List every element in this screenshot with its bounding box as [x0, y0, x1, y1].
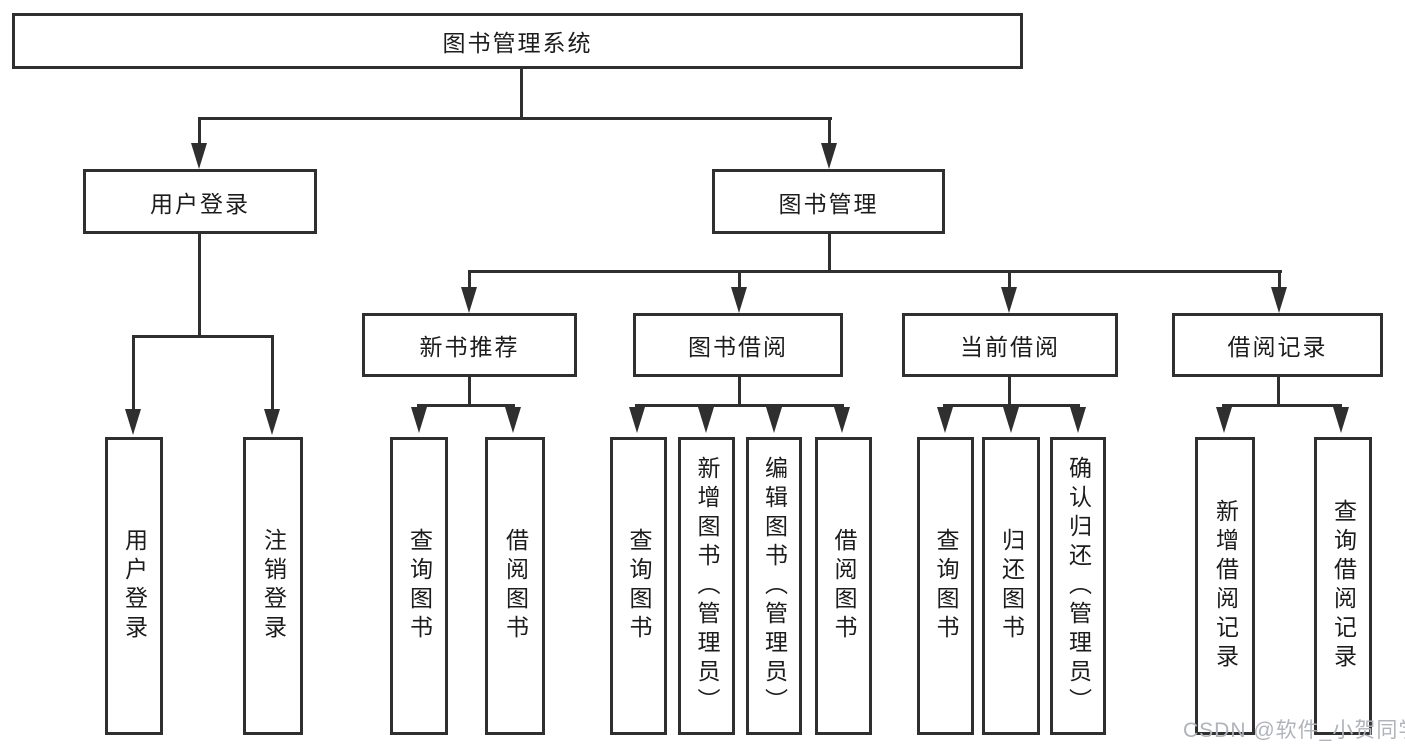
node-user-login-label: 用户登录: [150, 190, 250, 217]
node-book-borrow: 图书借阅: [633, 313, 843, 377]
arrow-book-borrow: [731, 287, 747, 313]
node-borrow-records: 借阅记录: [1172, 313, 1383, 377]
leaf-logout-label: 注销登录: [260, 528, 287, 644]
connector-level1-bus: [198, 117, 832, 120]
arrow-leaf-query-record: [1333, 407, 1349, 433]
connector-borrow-records-stub: [1277, 377, 1280, 407]
watermark: CSDN @软件_小贺同学: [1183, 719, 1405, 742]
leaf-edit-books-admin: 编辑图书（管理员）: [746, 437, 802, 735]
leaf-query-books-1-label: 查询图书: [406, 528, 433, 644]
arrow-leaf-add-record: [1216, 407, 1232, 433]
arrow-user-login: [191, 143, 207, 169]
arrow-borrow-records: [1271, 287, 1287, 313]
arrow-leaf-query-books-3: [937, 407, 953, 433]
leaf-add-books-admin: 新增图书（管理员）: [678, 437, 735, 735]
leaf-query-books-3-label: 查询图书: [933, 528, 959, 644]
leaf-query-books-2-label: 查询图书: [626, 528, 652, 644]
leaf-borrow-books-2-label: 借阅图书: [831, 528, 857, 644]
leaf-edit-books-admin-label: 编辑图书（管理员）: [761, 455, 788, 717]
connector-borrow-records-shaft: [1278, 270, 1281, 289]
connector-leaf2-shaft: [271, 335, 274, 411]
connector-book-borrow-stub: [738, 377, 741, 407]
arrow-leaf-edit-books: [766, 407, 782, 433]
connector-leaf1-shaft: [132, 335, 135, 411]
leaf-add-books-admin-label: 新增图书（管理员）: [694, 455, 720, 717]
leaf-query-books-2: 查询图书: [610, 437, 667, 735]
node-borrow-records-label: 借阅记录: [1227, 334, 1328, 360]
leaf-borrow-books-1-label: 借阅图书: [502, 528, 529, 644]
leaf-logout: 注销登录: [243, 437, 303, 735]
connector-user-login-shaft: [198, 117, 201, 145]
connector-book-mgmt-stub: [828, 234, 831, 271]
leaf-return-books: 归还图书: [982, 437, 1040, 735]
leaf-query-borrow-record-label: 查询借阅记录: [1330, 499, 1357, 673]
arrow-leaf-user-login: [125, 409, 141, 435]
leaf-confirm-return-admin: 确认归还（管理员）: [1050, 437, 1106, 735]
connector-new-books-bus: [417, 404, 515, 407]
connector-current-borrow-shaft: [1008, 270, 1011, 289]
leaf-add-borrow-record-label: 新增借阅记录: [1212, 499, 1239, 673]
arrow-leaf-add-books: [698, 407, 714, 433]
node-book-mgmt: 图书管理: [712, 169, 945, 234]
node-new-books: 新书推荐: [362, 313, 577, 377]
connector-root-stub: [520, 69, 523, 118]
arrow-leaf-logout: [264, 409, 280, 435]
arrow-leaf-return-books: [1003, 407, 1019, 433]
node-user-login: 用户登录: [83, 169, 317, 234]
arrow-new-books: [461, 287, 477, 313]
leaf-return-books-label: 归还图书: [998, 528, 1025, 644]
connector-book-borrow-shaft: [738, 270, 741, 289]
connector-level2-bus: [468, 270, 1282, 273]
connector-user-login-stub: [198, 234, 201, 336]
leaf-user-login-label: 用户登录: [121, 528, 148, 644]
connector-user-login-bus: [132, 335, 274, 338]
leaf-query-borrow-record: 查询借阅记录: [1314, 437, 1372, 735]
connector-current-borrow-bus: [943, 404, 1080, 407]
connector-borrow-records-bus: [1222, 404, 1342, 407]
leaf-borrow-books-1: 借阅图书: [485, 437, 545, 735]
arrow-current-borrow: [1001, 287, 1017, 313]
leaf-query-books-1: 查询图书: [390, 437, 448, 735]
connector-book-mgmt-shaft: [828, 117, 831, 145]
connector-current-borrow-stub: [1008, 377, 1011, 407]
leaf-query-books-3: 查询图书: [917, 437, 974, 735]
connector-book-borrow-bus: [635, 404, 844, 407]
arrow-book-mgmt: [821, 143, 837, 169]
node-root: 图书管理系统: [12, 13, 1023, 69]
node-current-borrow-label: 当前借阅: [960, 334, 1060, 360]
leaf-add-borrow-record: 新增借阅记录: [1195, 437, 1255, 735]
arrow-leaf-borrow-books-2: [834, 407, 850, 433]
node-current-borrow: 当前借阅: [902, 313, 1118, 377]
leaf-confirm-return-admin-label: 确认归还（管理员）: [1065, 455, 1092, 717]
arrow-leaf-confirm-return: [1070, 407, 1086, 433]
connector-new-books-stub: [468, 377, 471, 407]
connector-new-books-shaft: [468, 270, 471, 289]
node-new-books-label: 新书推荐: [419, 334, 520, 360]
node-root-label: 图书管理系统: [442, 30, 593, 56]
arrow-leaf-query-books-2: [629, 407, 645, 433]
arrow-leaf-borrow-books-1: [505, 407, 521, 433]
leaf-borrow-books-2: 借阅图书: [815, 437, 872, 735]
node-book-borrow-label: 图书借阅: [688, 334, 788, 360]
arrow-leaf-query-books-1: [411, 407, 427, 433]
leaf-user-login: 用户登录: [105, 437, 163, 735]
node-book-mgmt-label: 图书管理: [778, 190, 879, 217]
